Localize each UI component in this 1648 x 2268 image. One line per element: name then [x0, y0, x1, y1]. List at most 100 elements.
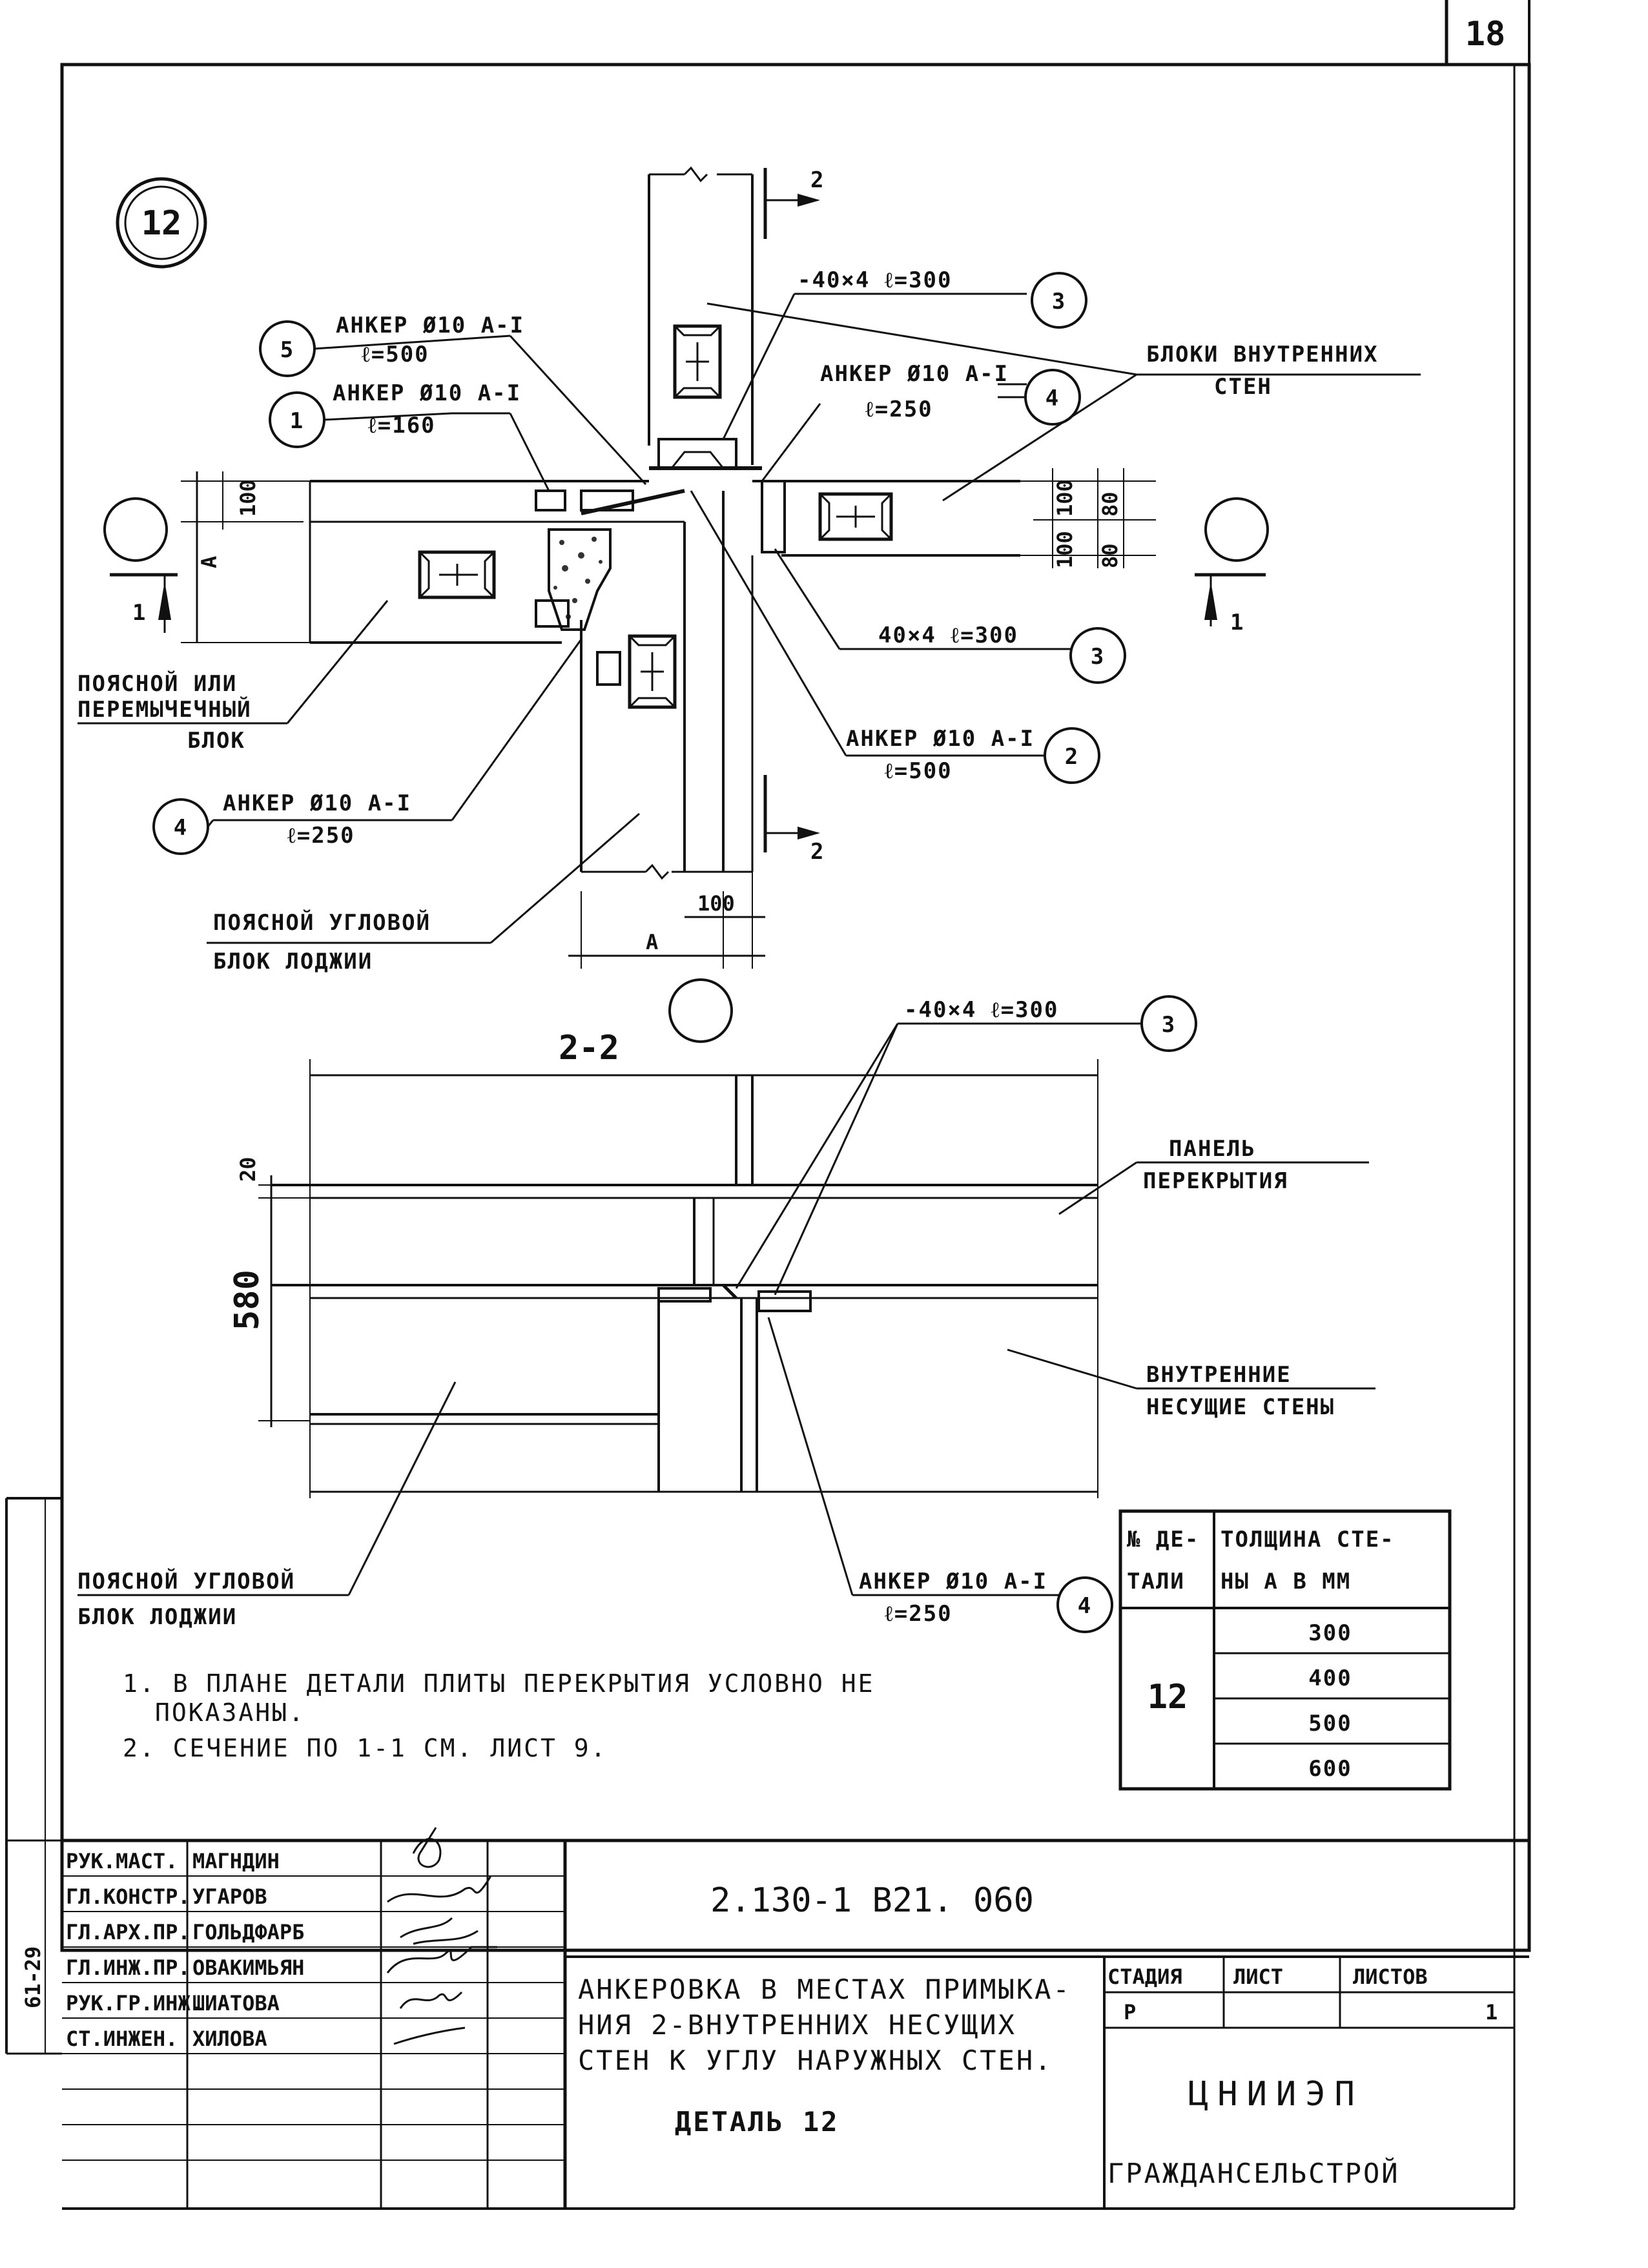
- sheets-header: ЛИСТОВ: [1353, 1964, 1428, 1989]
- callout-4-left-len: ℓ=250: [287, 823, 355, 849]
- section-1-left: 1: [132, 600, 147, 626]
- side-code: 61-29: [21, 1946, 45, 2008]
- belt-block-label-3: БЛОК: [187, 728, 245, 754]
- dim-a-left: А: [197, 556, 221, 568]
- notes: 1. В ПЛАНЕ ДЕТАЛИ ПЛИТЫ ПЕРЕКРЫТИЯ УСЛОВ…: [123, 1669, 875, 1762]
- callout-3-right-num: 3: [1091, 644, 1105, 670]
- th-col2-2: НЫ А В ММ: [1221, 1569, 1351, 1594]
- dim-20: 20: [236, 1157, 260, 1182]
- frame: [60, 0, 1531, 2209]
- callout-3-right-text: 40×4 ℓ=300: [878, 623, 1018, 648]
- name-2: УГАРОВ: [192, 1884, 267, 1909]
- plan-view: [77, 166, 1421, 1043]
- signatures: [386, 1827, 497, 2045]
- inner-walls-label-1: ВНУТРЕННИЕ: [1146, 1362, 1292, 1388]
- note-1: 1. В ПЛАНЕ ДЕТАЛИ ПЛИТЫ ПЕРЕКРЫТИЯ УСЛОВ…: [123, 1669, 875, 1698]
- corner-block-label-1: ПОЯСНОЙ УГЛОВОЙ: [213, 909, 431, 936]
- drawing-title-2: НИЯ 2-ВНУТРЕННИХ НЕСУЩИХ: [578, 2009, 1016, 2041]
- role-4: ГЛ.ИНЖ.ПР.: [66, 1955, 191, 1980]
- callout-4-sec-text: АНКЕР Ø10 А-I: [859, 1569, 1047, 1594]
- sheets-value: 1: [1485, 2000, 1498, 2025]
- callout-2-len: ℓ=500: [885, 758, 953, 784]
- callout-1-text: АНКЕР Ø10 А-I: [333, 380, 521, 406]
- callout-1-len: ℓ=160: [368, 413, 436, 438]
- dim-right-1: 100: [1053, 479, 1077, 517]
- plan-text: 5 АНКЕР Ø10 А-I ℓ=500 1 АНКЕР Ø10 А-I ℓ=…: [77, 167, 1379, 974]
- dim-100-left: 100: [236, 479, 260, 517]
- table-value-4: 600: [1308, 1756, 1352, 1782]
- callout-4-left-num: 4: [174, 815, 188, 841]
- corner-block-label-2: БЛОК ЛОДЖИИ: [213, 949, 373, 974]
- callout-4-sec-len: ℓ=250: [885, 1601, 953, 1627]
- title-block: [62, 1839, 1529, 2210]
- panel-label-1: ПАНЕЛЬ: [1169, 1136, 1256, 1162]
- dim-100-bottom: 100: [697, 891, 735, 916]
- callout-3-sec-text: -40×4 ℓ=300: [904, 997, 1058, 1023]
- callout-5-text: АНКЕР Ø10 А-I: [336, 313, 524, 338]
- th-col2-1: ТОЛЩИНА СТЕ-: [1221, 1527, 1395, 1552]
- name-6: ХИЛОВА: [192, 2026, 267, 2051]
- org-division: ГРАЖДАНСЕЛЬСТРОЙ: [1107, 2157, 1400, 2189]
- table-value-1: 300: [1308, 1620, 1352, 1646]
- drawing-code: 2.130-1 В21. 060: [710, 1881, 1034, 1920]
- belt-block-label-2: ПЕРЕМЫЧЕЧНЫЙ: [77, 696, 252, 723]
- panel-label-2: ПЕРЕКРЫТИЯ: [1143, 1168, 1288, 1194]
- name-1: МАГНДИН: [192, 1849, 280, 1873]
- section-2-bottom: 2: [810, 839, 825, 865]
- table-value-3: 500: [1308, 1711, 1352, 1737]
- inner-walls-label-2: НЕСУЩИЕ СТЕНЫ: [1146, 1394, 1335, 1420]
- callout-4-left-text: АНКЕР Ø10 А-I: [223, 790, 411, 816]
- callout-5-num: 5: [280, 337, 294, 363]
- role-2: ГЛ.КОНСТР.: [66, 1884, 191, 1909]
- corner-block-sec-2: БЛОК ЛОДЖИИ: [77, 1604, 237, 1630]
- callout-4-sec-num: 4: [1078, 1593, 1092, 1619]
- title-block-text: РУК.МАСТ. МАГНДИН ГЛ.КОНСТР. УГАРОВ ГЛ.А…: [66, 1849, 1498, 2189]
- thickness-table-text: № ДЕ- ТАЛИ ТОЛЩИНА СТЕ- НЫ А В ММ 12 300…: [1127, 1527, 1395, 1782]
- sheet-header: ЛИСТ: [1233, 1964, 1283, 1989]
- stage-value: Р: [1124, 2000, 1136, 2025]
- section-2-2: [77, 995, 1375, 1633]
- table-detail: 12: [1148, 1678, 1188, 1716]
- role-5: РУК.ГР.ИНЖ.: [66, 1991, 203, 2015]
- callout-2-text: АНКЕР Ø10 А-I: [846, 726, 1035, 752]
- name-3: ГОЛЬДФАРБ: [192, 1920, 304, 1944]
- callout-4-right-num: 4: [1045, 386, 1060, 411]
- callout-5-len: ℓ=500: [362, 342, 429, 367]
- callout-1-num: 1: [290, 408, 304, 434]
- inner-blocks-label-2: СТЕН: [1214, 374, 1272, 400]
- section-text: 2-2 3 -40×4 ℓ=300 ПАНЕЛЬ ПЕРЕКРЫТИЯ ВНУТ…: [77, 997, 1335, 1630]
- callout-3-top-num: 3: [1052, 289, 1066, 314]
- callout-4-right-len: ℓ=250: [865, 397, 933, 422]
- role-1: РУК.МАСТ.: [66, 1849, 178, 1873]
- detail-number: 12: [141, 204, 182, 243]
- name-5: ШИАТОВА: [192, 1991, 280, 2015]
- th-col1-1: № ДЕ-: [1127, 1527, 1199, 1552]
- corner-block-sec-1: ПОЯСНОЙ УГЛОВОЙ: [77, 1568, 295, 1594]
- callout-3-top-text: -40×4 ℓ=300: [798, 267, 952, 293]
- note-1-cont: ПОКАЗАНЫ.: [155, 1698, 305, 1727]
- stage-header: СТАДИЯ: [1107, 1964, 1182, 1989]
- drawing-title-1: АНКЕРОВКА В МЕСТАХ ПРИМЫКА-: [578, 1974, 1071, 2005]
- belt-block-label-1: ПОЯСНОЙ ИЛИ: [77, 670, 237, 697]
- org-name: ЦНИИЭП: [1188, 2075, 1364, 2114]
- dim-right-4: 80: [1098, 543, 1122, 568]
- drawing-title-3: СТЕН К УГЛУ НАРУЖНЫХ СТЕН.: [578, 2045, 1053, 2076]
- role-3: ГЛ.АРХ.ПР.: [66, 1920, 191, 1944]
- inner-blocks-label-1: БЛОКИ ВНУТРЕННИХ: [1146, 342, 1379, 367]
- section-1-right: 1: [1230, 610, 1244, 635]
- sheet-number: 18: [1465, 15, 1506, 54]
- left-strip: [5, 1497, 62, 2055]
- callout-3-sec-num: 3: [1162, 1012, 1176, 1038]
- dim-right-2: 100: [1053, 531, 1077, 568]
- detail-marker: [116, 177, 207, 269]
- thickness-table: [1118, 1509, 1452, 1791]
- dim-580: 580: [228, 1270, 267, 1330]
- name-4: ОВАКИМЬЯН: [192, 1955, 304, 1980]
- table-value-2: 400: [1308, 1665, 1352, 1691]
- drawing-subtitle: ДЕТАЛЬ 12: [675, 2106, 839, 2138]
- note-2: 2. СЕЧЕНИЕ ПО 1-1 СМ. ЛИСТ 9.: [123, 1734, 607, 1762]
- th-col1-2: ТАЛИ: [1127, 1569, 1185, 1594]
- callout-4-right-text: АНКЕР Ø10 А-I: [820, 361, 1009, 387]
- section-2-top: 2: [810, 167, 825, 193]
